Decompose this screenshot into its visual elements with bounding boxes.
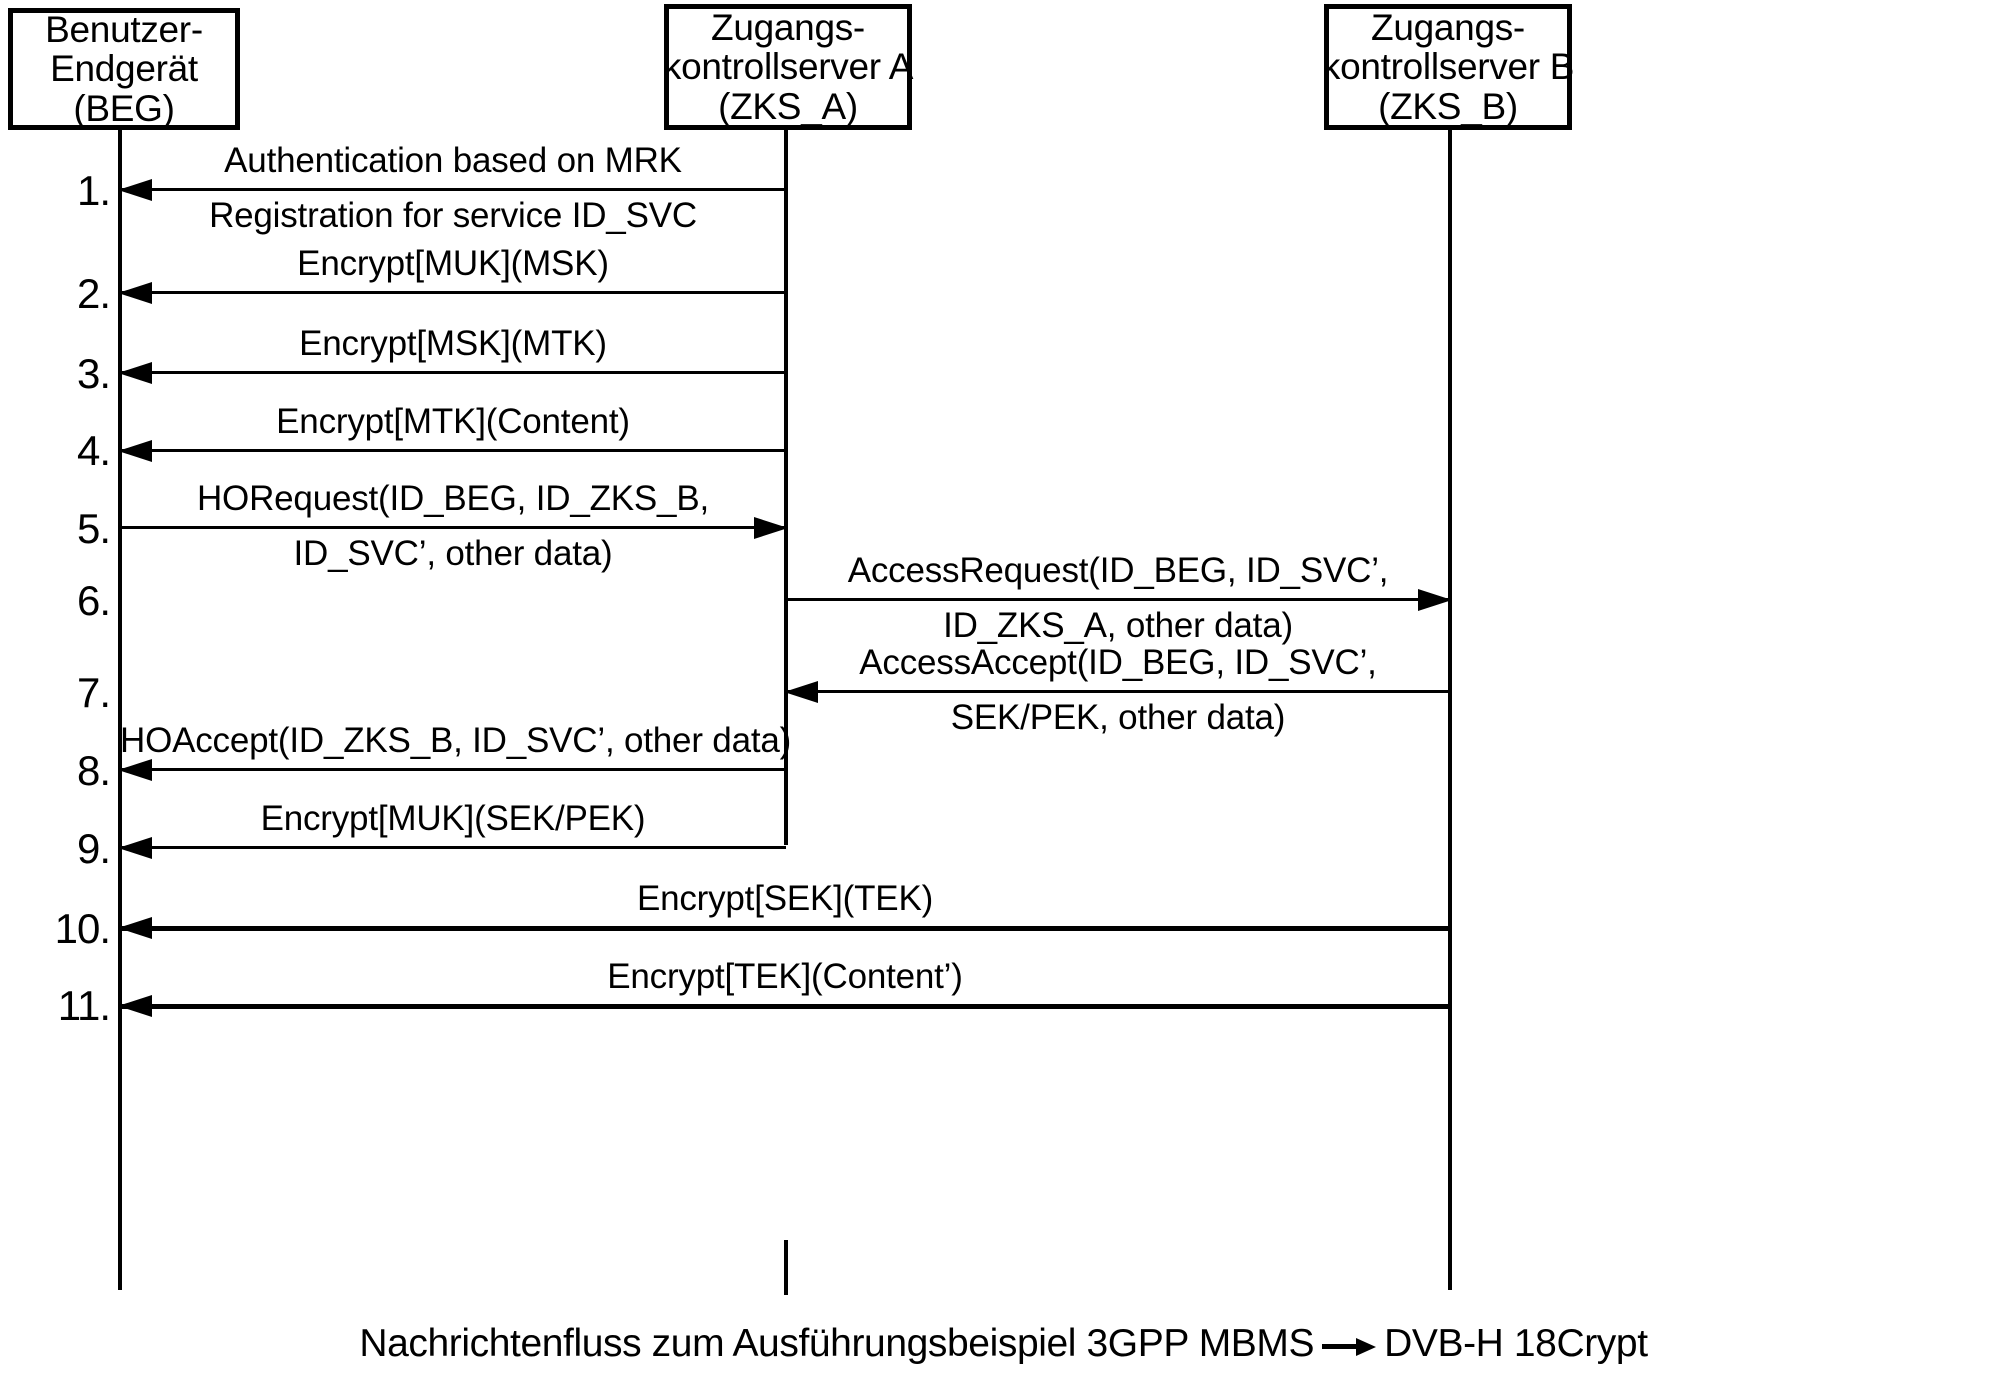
actor-box-zks-b: Zugangs- kontrollserver B (ZKS_B): [1321, 4, 1575, 130]
message-8-line: [120, 768, 786, 771]
caption-text-after: DVB-H 18Crypt: [1384, 1322, 1648, 1365]
step-number-11: 11.: [57, 982, 111, 1029]
step-number-8: 8.: [76, 747, 111, 794]
actor-beg-line-2: Endgerät: [50, 48, 198, 90]
message-11-label-above: Encrypt[TEK](Content’): [607, 956, 963, 996]
step-number-7: 7.: [76, 669, 111, 716]
step-number-3: 3.: [76, 350, 111, 397]
message-4-label-above: Encrypt[MTK](Content): [276, 401, 630, 441]
lifeline-beg: [118, 130, 122, 1290]
step-number-6: 6.: [76, 577, 111, 624]
step-number-10: 10.: [54, 905, 111, 952]
step-number-5: 5.: [76, 505, 111, 552]
actor-zks-a-line-2: kontrollserver A: [662, 46, 914, 88]
message-1-label-above: Authentication based on MRK: [224, 140, 682, 180]
message-9-arrowhead-left-icon: [118, 837, 152, 859]
actor-zks-a-line-3: (ZKS_A): [718, 85, 858, 127]
message-5-label-above: HORequest(ID_BEG, ID_ZKS_B,: [196, 478, 709, 518]
message-1-line: [120, 188, 786, 191]
message-2-line: [120, 291, 786, 294]
message-2-arrowhead-left-icon: [118, 282, 152, 304]
message-1-arrowhead-left-icon: [118, 179, 152, 201]
message-7-label-below: SEK/PEK, other data): [950, 698, 1286, 737]
actor-box-zks-a: Zugangs- kontrollserver A (ZKS_A): [662, 4, 914, 130]
actor-zks-b-line-1: Zugangs-: [1371, 7, 1525, 49]
actor-zks-a-line-1: Zugangs-: [711, 7, 865, 49]
message-8-label-above: HOAccept(ID_ZKS_B, ID_SVC’, other data): [120, 720, 792, 760]
message-4-line: [120, 449, 786, 452]
message-10-line: [120, 926, 1450, 931]
step-number-2: 2.: [76, 270, 111, 317]
right-arrow-icon: [1322, 1338, 1377, 1356]
message-7-label-above: AccessAccept(ID_BEG, ID_SVC’,: [859, 642, 1377, 682]
message-6-arrowhead-right-icon: [1418, 589, 1452, 611]
lifeline-zks-a-stub: [784, 1240, 788, 1295]
message-11-line: [120, 1004, 1450, 1009]
message-6-line: [786, 598, 1450, 601]
actor-box-beg: Benutzer- Endgerät (BEG): [8, 8, 240, 130]
message-9-line: [120, 846, 786, 849]
message-10-label-above: Encrypt[SEK](TEK): [636, 878, 934, 918]
lifeline-zks-b: [1448, 130, 1452, 1290]
caption-text-before: Nachrichtenfluss zum Ausführungsbeispiel…: [359, 1322, 1315, 1365]
message-8-arrowhead-left-icon: [118, 759, 152, 781]
message-3-line: [120, 371, 786, 374]
diagram-caption: Nachrichtenfluss zum Ausführungsbeispiel…: [0, 1322, 2007, 1366]
message-5-arrowhead-right-icon: [754, 517, 788, 539]
message-3-arrowhead-left-icon: [118, 362, 152, 384]
message-5-line: [120, 526, 786, 529]
actor-zks-b-line-3: (ZKS_B): [1378, 85, 1518, 127]
lifeline-zks-a: [784, 130, 788, 845]
message-7-arrowhead-left-icon: [784, 681, 818, 703]
message-9-label-above: Encrypt[MUK](SEK/PEK): [260, 798, 646, 838]
message-3-label-above: Encrypt[MSK](MTK): [299, 323, 607, 363]
message-6-label-above: AccessRequest(ID_BEG, ID_SVC’,: [847, 550, 1389, 590]
actor-beg-line-1: Benutzer-: [45, 9, 203, 51]
message-10-arrowhead-left-icon: [118, 917, 152, 939]
message-11-arrowhead-left-icon: [118, 995, 152, 1017]
actor-zks-b-line-2: kontrollserver B: [1321, 46, 1575, 88]
step-number-9: 9.: [76, 825, 111, 872]
message-7-line: [786, 690, 1450, 693]
step-number-4: 4.: [76, 427, 111, 474]
message-1-label-below: Registration for service ID_SVC: [209, 196, 697, 235]
message-4-arrowhead-left-icon: [118, 440, 152, 462]
message-6-label-below: ID_ZKS_A, other data): [943, 606, 1293, 645]
actor-beg-line-3: (BEG): [73, 87, 175, 129]
message-5-label-below: ID_SVC’, other data): [293, 534, 613, 573]
step-number-1: 1.: [76, 167, 111, 214]
message-2-label-above: Encrypt[MUK](MSK): [297, 243, 609, 283]
